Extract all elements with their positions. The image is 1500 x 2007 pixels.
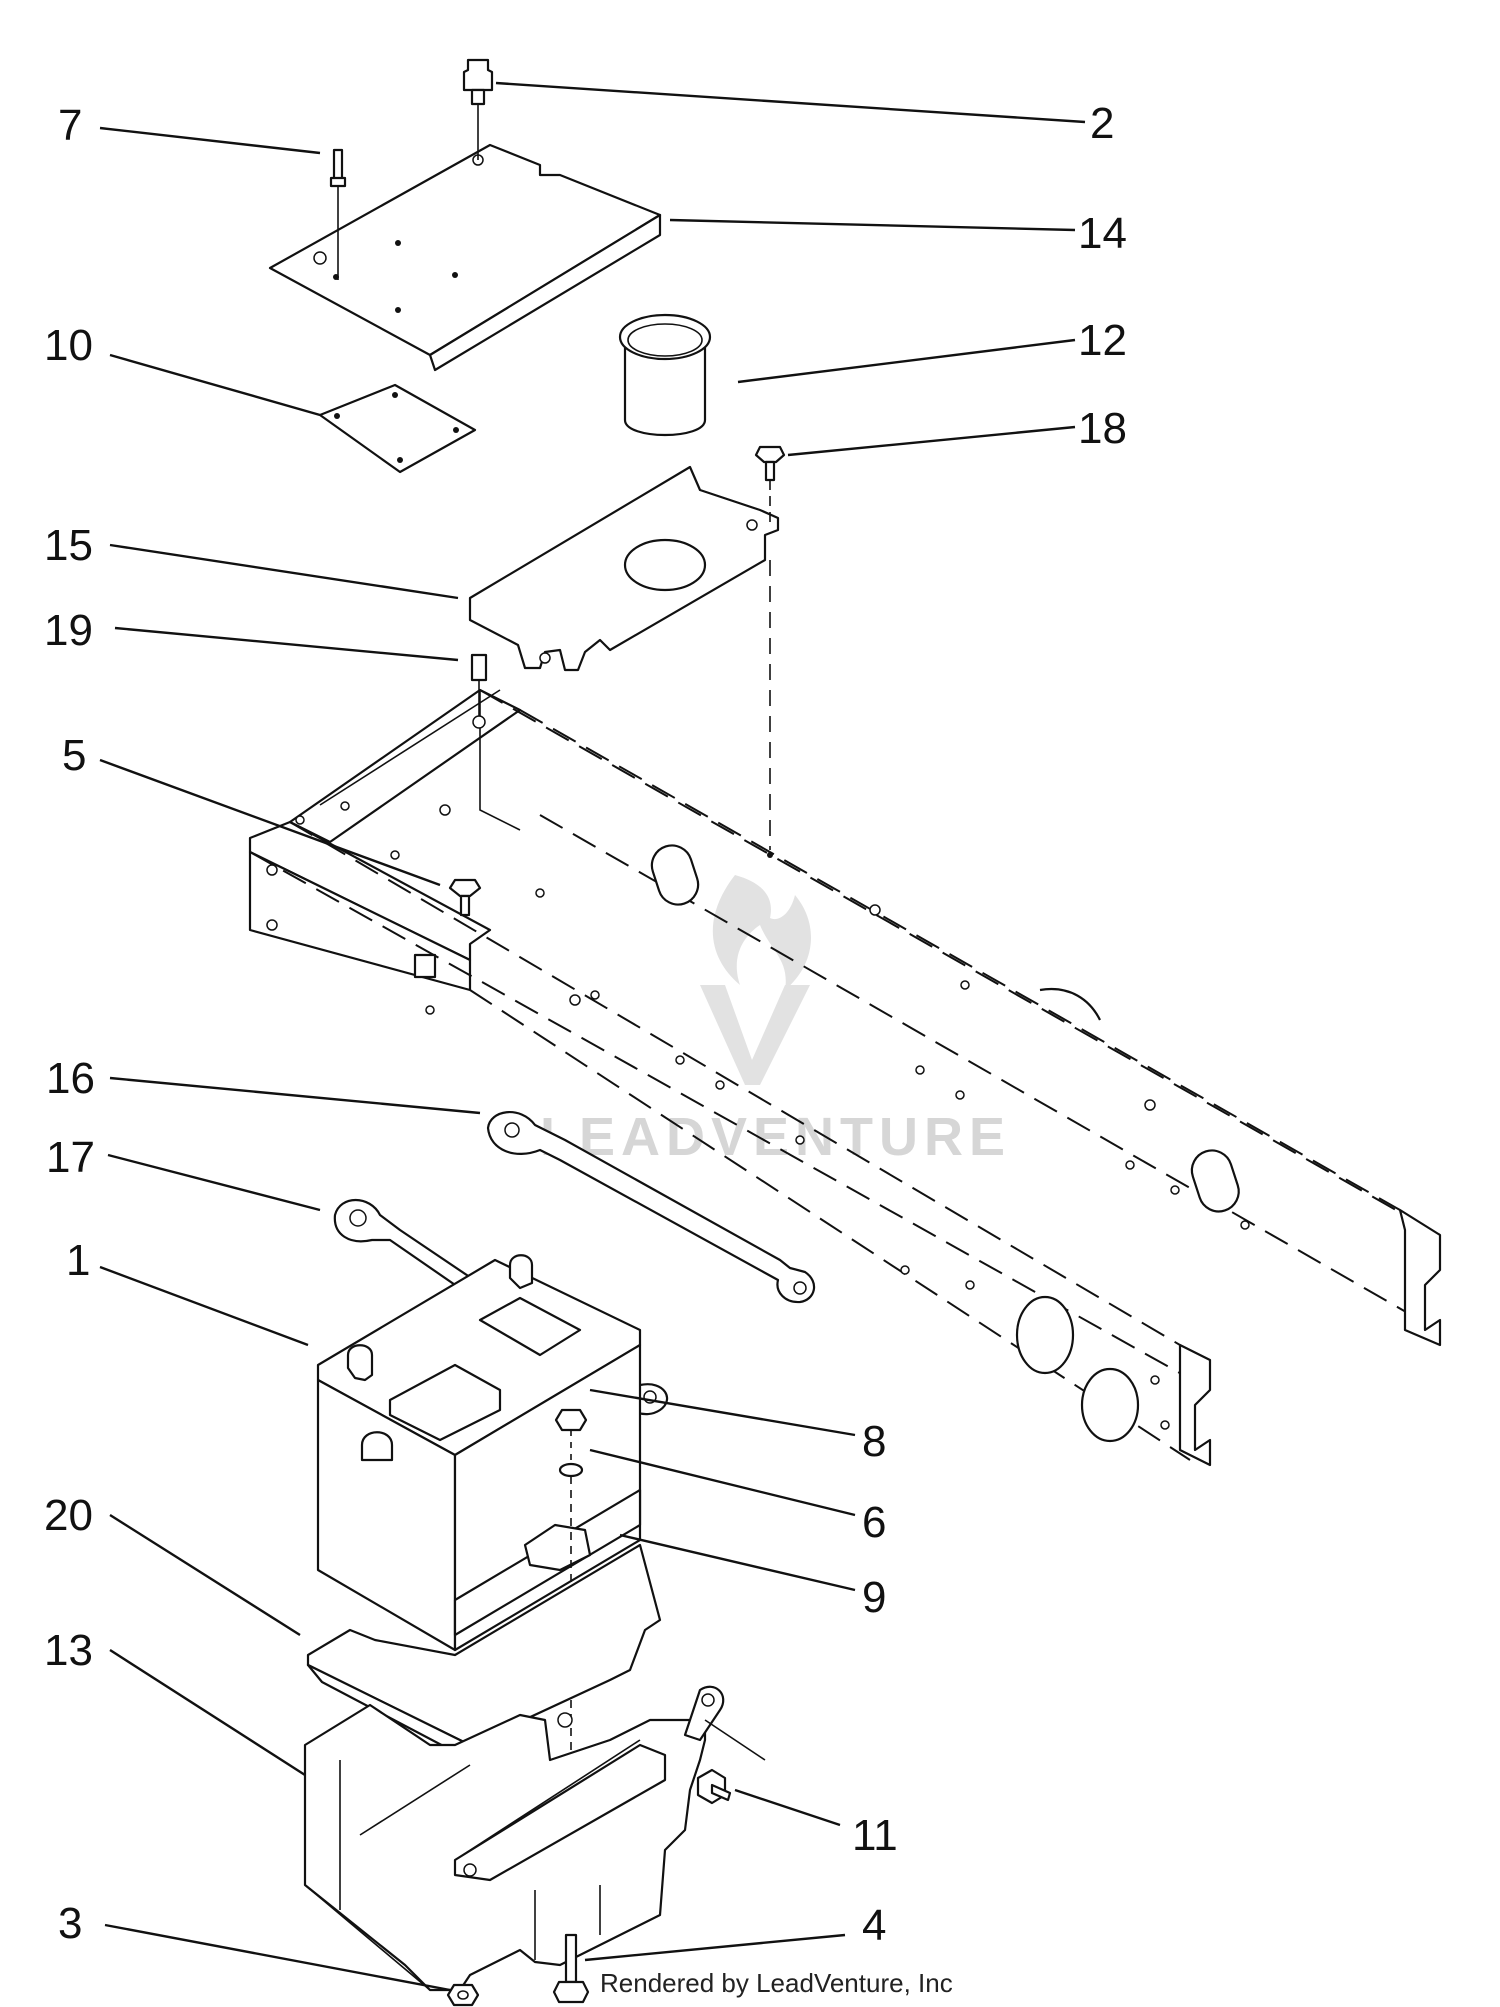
battery-cable-part-16 — [486, 1111, 816, 1304]
watermark-flame-icon — [712, 875, 812, 990]
callout-16: 16 — [46, 1054, 95, 1103]
top-plate-part-14 — [268, 143, 662, 372]
callout-7: 7 — [58, 101, 82, 150]
cup-part-12 — [618, 313, 712, 436]
callout-13: 13 — [44, 1626, 93, 1675]
callout-4: 4 — [862, 1901, 886, 1950]
pin-part-7 — [329, 148, 347, 280]
nut-part-8 — [554, 1408, 588, 1432]
battery-bracket-part-13 — [303, 1685, 766, 1992]
callout-9: 9 — [862, 1573, 886, 1622]
callout-10: 10 — [44, 321, 93, 370]
callout-6: 6 — [862, 1498, 886, 1547]
callout-5: 5 — [62, 731, 86, 780]
bracket-plate-part-15 — [468, 465, 780, 672]
cover-plate-part-10 — [318, 383, 477, 474]
watermark-text: LEADVENTURE — [540, 1107, 1011, 1167]
bolt-part-18 — [754, 445, 786, 858]
leader-lines — [99, 81, 1086, 1992]
frame-assembly — [248, 688, 1442, 1467]
nut-part-3 — [446, 1983, 480, 2007]
callout-12: 12 — [1078, 316, 1127, 365]
callout-14: 14 — [1078, 209, 1127, 258]
washer-part-6 — [558, 1462, 584, 1478]
callout-19: 19 — [44, 606, 93, 655]
spacer-part-19 — [470, 653, 488, 729]
watermark-v-icon — [700, 985, 810, 1085]
callout-11: 11 — [852, 1811, 898, 1860]
screw-part-11 — [696, 1768, 732, 1805]
callout-20: 20 — [44, 1491, 93, 1540]
callout-17: 17 — [46, 1133, 95, 1182]
watermark: LEADVENTURE — [540, 875, 1011, 1167]
bolt-part-5 — [448, 878, 482, 917]
battery-tray-part-20 — [306, 1543, 662, 1762]
callout-1: 1 — [66, 1236, 90, 1285]
callout-15: 15 — [44, 521, 93, 570]
hold-down-part-9 — [453, 1488, 642, 1637]
screw-part-2 — [462, 58, 494, 160]
bolt-part-4 — [552, 1933, 590, 2004]
callout-8: 8 — [862, 1417, 886, 1466]
callout-2: 2 — [1090, 99, 1114, 148]
render-credit: Rendered by LeadVenture, Inc — [600, 1968, 953, 1998]
callout-labels: 7 2 14 10 12 18 15 19 5 16 17 1 8 6 9 20… — [44, 99, 1127, 1950]
callout-18: 18 — [1078, 404, 1127, 453]
callout-3: 3 — [58, 1899, 82, 1948]
